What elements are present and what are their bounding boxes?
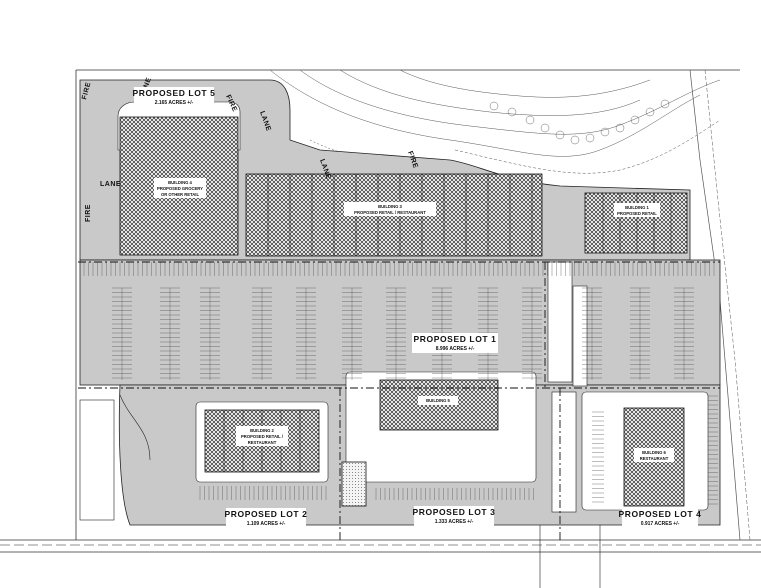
building-1-label-2: PROPOSED RETAIL bbox=[617, 211, 657, 216]
building-2-label-3: RESTAURANT bbox=[248, 440, 277, 445]
building-5-label-1: BUILDING 5 bbox=[426, 398, 450, 403]
building-6-label-2: RESTAURANT bbox=[640, 456, 669, 461]
building-labels: BUILDING 4 PROPOSED GROCERY OR OTHER RET… bbox=[154, 178, 674, 462]
lot-2-acres: 1.109 ACRES +/- bbox=[247, 521, 286, 527]
lot-lines bbox=[78, 261, 720, 540]
lot-3-name: PROPOSED LOT 3 bbox=[412, 507, 495, 517]
tenant-demising-lines bbox=[223, 174, 672, 472]
building-1-label-1: BUILDING 1 bbox=[625, 205, 649, 210]
lot-labels: PROPOSED LOT 5 2.165 ACRES +/- PROPOSED … bbox=[132, 87, 701, 528]
topography-contours bbox=[269, 69, 751, 541]
tree-line bbox=[489, 99, 670, 145]
fire-lane-label-6: LANE bbox=[100, 181, 121, 188]
sheet-border bbox=[0, 69, 761, 553]
building-2-label-2: PROPOSED RETAIL / bbox=[241, 434, 284, 439]
building-1-footprint bbox=[584, 192, 688, 254]
lot-4-name: PROPOSED LOT 4 bbox=[618, 509, 701, 519]
parking-stalls bbox=[83, 262, 718, 505]
lot-2-name: PROPOSED LOT 2 bbox=[224, 509, 307, 519]
lot-5-name: PROPOSED LOT 5 bbox=[132, 88, 215, 98]
lot-3-acres: 1.333 ACRES +/- bbox=[435, 519, 474, 525]
building-6-label-1: BUILDING 6 bbox=[642, 450, 666, 455]
roadway bbox=[0, 394, 761, 588]
lot-4-acres: 0.917 ACRES +/- bbox=[641, 521, 680, 527]
dumpster-pad bbox=[341, 461, 367, 507]
building-4-label-3: OR OTHER RETAIL bbox=[161, 192, 200, 197]
building-4-label-1: BUILDING 4 bbox=[168, 180, 192, 185]
fire-lane-label-5: FIRE bbox=[85, 204, 92, 222]
lot-1-acres: 8.996 ACRES +/- bbox=[436, 346, 475, 352]
building-4-label-2: PROPOSED GROCERY bbox=[157, 186, 203, 191]
lot-5-acres: 2.165 ACRES +/- bbox=[155, 100, 194, 106]
fire-lane-label-1: FIRE bbox=[81, 81, 92, 100]
building-2-label-1: BUILDING 2 bbox=[250, 428, 274, 433]
building-3-label-2: PROPOSED RETAIL / RESTAURANT bbox=[354, 210, 426, 215]
lot-1-name: PROPOSED LOT 1 bbox=[413, 334, 496, 344]
building-3-label-1: BUILDING 3 bbox=[378, 204, 402, 209]
